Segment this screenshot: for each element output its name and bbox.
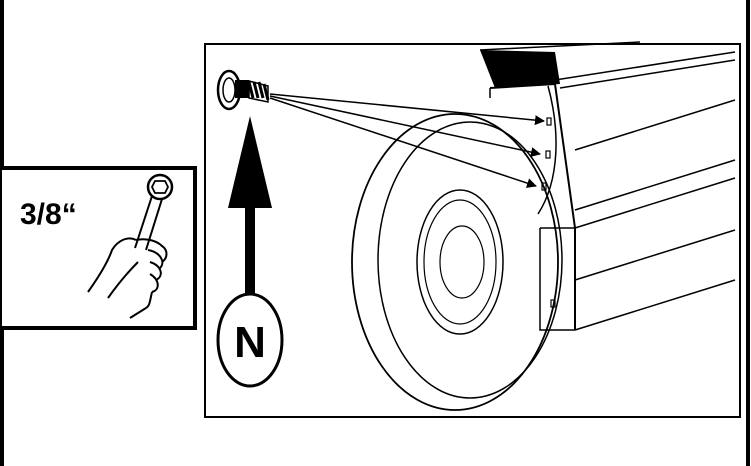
part-marker-letter: N	[234, 318, 266, 367]
rim-outer	[416, 189, 504, 335]
tool-callout-box	[0, 166, 197, 330]
wheel	[351, 113, 563, 411]
wheel-arch	[537, 85, 557, 215]
bolt-icon	[216, 69, 270, 111]
mounting-hole-2	[545, 150, 551, 159]
up-arrow-icon	[228, 116, 272, 295]
guide-arrow-2	[269, 95, 541, 157]
guide-arrow-1	[269, 93, 545, 126]
mounting-hole-3	[541, 182, 547, 191]
guide-arrows	[269, 93, 545, 188]
hub	[439, 225, 485, 299]
roof-block	[480, 50, 560, 88]
vehicle-body	[479, 41, 736, 331]
tire-outer	[351, 113, 559, 411]
rim-ring	[423, 199, 497, 325]
part-marker-circle	[216, 292, 284, 388]
tool-size-label: 3/8“	[20, 198, 77, 231]
guide-arrow-3	[269, 97, 537, 188]
mounting-hole-1	[546, 117, 552, 126]
hand-icon	[87, 237, 168, 319]
tool-callout: 3/8“	[0, 166, 197, 330]
illustration-frame	[204, 43, 741, 418]
tire-sidewall	[377, 121, 563, 399]
part-marker: N	[216, 292, 284, 388]
